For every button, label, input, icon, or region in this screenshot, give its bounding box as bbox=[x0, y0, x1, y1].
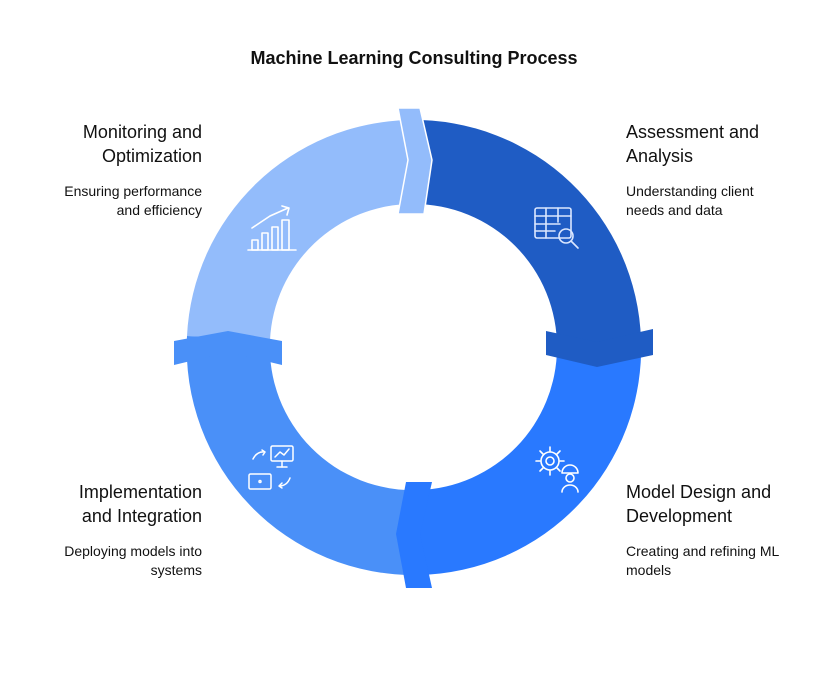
stage-assessment-desc-line2: needs and data bbox=[626, 202, 723, 218]
stage-assessment-title: Assessment and Analysis bbox=[626, 120, 826, 168]
diagram-title: Machine Learning Consulting Process bbox=[250, 48, 578, 68]
table-search-icon bbox=[534, 207, 579, 249]
chevron-left bbox=[174, 331, 282, 365]
segment-monitoring bbox=[187, 120, 413, 340]
stage-implementation-title-line1: Implementation bbox=[78, 482, 202, 502]
stage-assessment-title-line1: Assessment and bbox=[626, 122, 760, 142]
stage-monitoring-title-line2: Optimization bbox=[101, 146, 202, 166]
stage-model-design-title-line2: Development bbox=[626, 506, 733, 526]
deploy-screens-icon bbox=[248, 445, 294, 490]
stage-model-design: Model Design and Development Creating an… bbox=[626, 480, 826, 580]
stage-monitoring-desc-line2: and efficiency bbox=[116, 202, 202, 218]
growth-chart-icon bbox=[247, 205, 297, 251]
stage-implementation-desc-line1: Deploying models into bbox=[64, 543, 202, 559]
stage-monitoring: Monitoring and Optimization Ensuring per… bbox=[2, 120, 202, 220]
stage-assessment-desc-line1: Understanding client bbox=[626, 183, 754, 199]
chevron-top bbox=[397, 107, 433, 215]
stage-implementation: Implementation and Integration Deploying… bbox=[2, 480, 202, 580]
stage-assessment-title-line2: Analysis bbox=[626, 146, 694, 166]
segment-assessment bbox=[410, 119, 641, 348]
stage-monitoring-description: Ensuring performance and efficiency bbox=[2, 182, 202, 220]
stage-assessment: Assessment and Analysis Understanding cl… bbox=[626, 120, 826, 220]
chevron-right bbox=[546, 329, 653, 367]
segment-model-design bbox=[418, 340, 642, 575]
stage-model-design-desc-line1: Creating and refining ML bbox=[626, 543, 780, 559]
stage-monitoring-title: Monitoring and Optimization bbox=[2, 120, 202, 168]
stage-model-design-desc-line2: models bbox=[626, 562, 672, 578]
stage-assessment-description: Understanding client needs and data bbox=[626, 182, 826, 220]
stage-model-design-description: Creating and refining ML models bbox=[626, 542, 826, 580]
stage-monitoring-title-line1: Monitoring and bbox=[82, 122, 202, 142]
stage-model-design-title: Model Design and Development bbox=[626, 480, 826, 528]
stage-implementation-description: Deploying models into systems bbox=[2, 542, 202, 580]
stage-implementation-title-line2: and Integration bbox=[81, 506, 202, 526]
segment-implementation bbox=[186, 336, 419, 576]
stage-monitoring-desc-line1: Ensuring performance bbox=[64, 183, 202, 199]
stage-model-design-title-line1: Model Design and bbox=[626, 482, 772, 502]
chevron-bottom bbox=[396, 482, 432, 588]
stage-implementation-desc-line2: systems bbox=[150, 562, 202, 578]
gear-engineer-icon bbox=[535, 446, 579, 493]
stage-implementation-title: Implementation and Integration bbox=[2, 480, 202, 528]
